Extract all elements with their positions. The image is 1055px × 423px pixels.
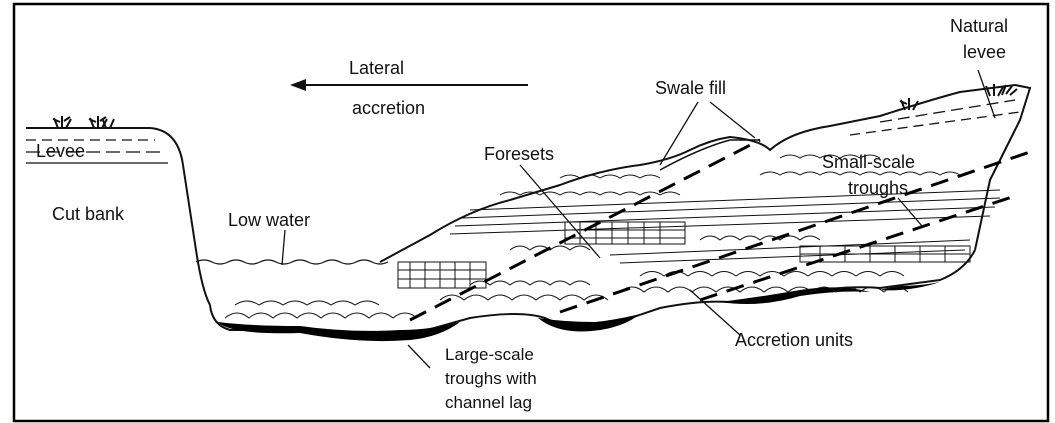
label-accretion-units: Accretion units — [735, 330, 853, 350]
label-natural-levee: levee — [963, 42, 1006, 62]
label-low-water: Low water — [228, 210, 310, 230]
natural-levee-leader — [978, 70, 995, 118]
lateral-accretion-arrow — [290, 79, 528, 91]
label-large-scale: Large-scale — [445, 345, 534, 364]
low-water-surface — [196, 260, 388, 264]
label-levee: Levee — [36, 141, 85, 161]
horizontal-bedding — [450, 190, 1000, 263]
label-accretion: accretion — [352, 98, 425, 118]
label-small-scale-troughs: troughs — [848, 178, 908, 198]
small-scale-troughs-leader — [898, 198, 922, 226]
large-scale-troughs-leader — [408, 345, 430, 368]
accretion-surfaces-dashed — [410, 140, 1030, 320]
label-natural: Natural — [950, 16, 1008, 36]
low-water-leader — [282, 230, 285, 265]
label-cut-bank: Cut bank — [52, 204, 125, 224]
label-channel-lag: channel lag — [445, 393, 532, 412]
label-troughs-with: troughs with — [445, 369, 537, 388]
label-small-scale: Small-scale — [822, 152, 915, 172]
label-foresets: Foresets — [484, 144, 554, 164]
point-bar-surface — [380, 85, 1030, 262]
grass-tufts-left — [53, 116, 114, 128]
crosshatched-bedsets — [398, 222, 970, 288]
accretion-units-leader — [690, 290, 740, 335]
swale-fill-leader-right — [710, 102, 755, 138]
label-swale-fill: Swale fill — [655, 78, 726, 98]
label-lateral: Lateral — [349, 58, 404, 78]
